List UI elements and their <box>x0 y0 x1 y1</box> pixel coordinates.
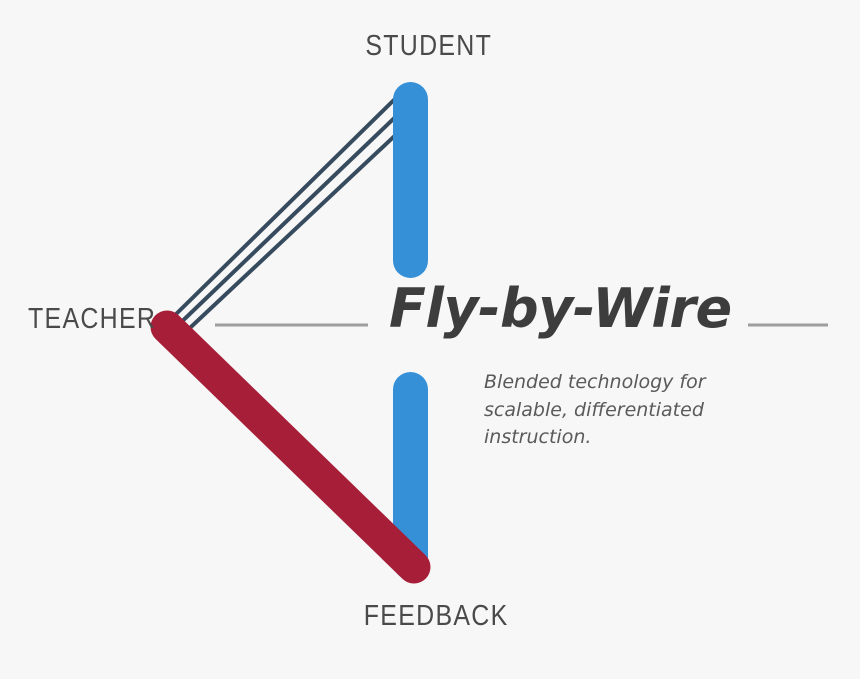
teacher-to-student-link <box>166 90 420 343</box>
brand-title-block: Fly-by-Wire <box>389 282 859 336</box>
brand-subtitle: Blended technology for scalable, differe… <box>484 371 706 449</box>
teacher-to-feedback-bar <box>150 310 431 584</box>
link-line-2 <box>170 101 412 333</box>
brand-title: Fly-by-Wire <box>389 277 732 340</box>
link-line-3 <box>174 112 420 343</box>
feedback-node-label: FEEDBACK <box>363 600 509 632</box>
feedback-node-bar <box>393 372 428 580</box>
teacher-node-label: TEACHER <box>28 303 157 335</box>
link-line-1 <box>166 90 404 324</box>
student-node-bar <box>393 82 428 278</box>
student-node-label: STUDENT <box>365 30 493 62</box>
